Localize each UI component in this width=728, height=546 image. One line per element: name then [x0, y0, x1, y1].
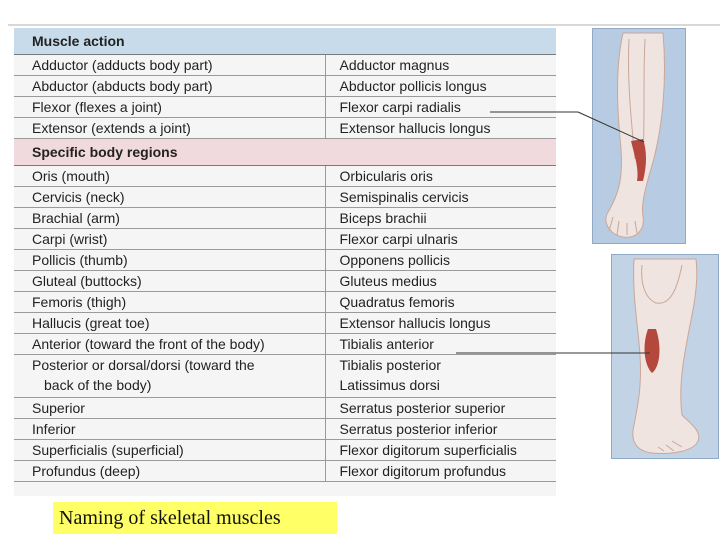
section-header-body-regions: Specific body regions — [14, 138, 556, 166]
term-cell: Oris (mouth) — [14, 165, 325, 187]
table-row: Cervicis (neck) Semispinalis cervicis — [14, 186, 556, 208]
term-cell: Posterior or dorsal/dorsi (toward the ba… — [14, 354, 325, 398]
example-cell: Orbicularis oris — [324, 165, 556, 187]
term-cell: Gluteal (buttocks) — [14, 270, 325, 292]
table-row: Superficialis (superficial) Flexor digit… — [14, 439, 556, 461]
table-row: Abductor (abducts body part) Abductor po… — [14, 75, 556, 97]
example-cell: Extensor hallucis longus — [324, 312, 556, 334]
example-line-continued: Latissimus dorsi — [339, 377, 440, 393]
example-line: Tibialis posterior — [339, 357, 441, 373]
term-cell: Flexor (flexes a joint) — [14, 96, 325, 118]
example-cell: Serratus posterior inferior — [324, 418, 556, 440]
term-cell: Femoris (thigh) — [14, 291, 325, 313]
example-cell: Semispinalis cervicis — [324, 186, 556, 208]
example-cell: Flexor digitorum superficialis — [324, 439, 556, 461]
example-cell: Flexor carpi radialis — [324, 96, 556, 118]
section-title: Muscle action — [14, 28, 556, 55]
example-cell: Quadratus femoris — [324, 291, 556, 313]
example-cell: Extensor hallucis longus — [324, 117, 556, 139]
example-cell: Adductor magnus — [324, 54, 556, 76]
example-cell: Abductor pollicis longus — [324, 75, 556, 97]
term-cell: Cervicis (neck) — [14, 186, 325, 208]
table-row: Hallucis (great toe) Extensor hallucis l… — [14, 312, 556, 334]
term-cell: Hallucis (great toe) — [14, 312, 325, 334]
table-row: Adductor (adducts body part) Adductor ma… — [14, 54, 556, 76]
term-cell: Superior — [14, 397, 325, 419]
example-cell: Tibialis posterior Latissimus dorsi — [324, 354, 556, 398]
term-cell: Profundus (deep) — [14, 460, 325, 482]
example-cell: Tibialis anterior — [324, 333, 556, 355]
example-cell: Biceps brachii — [324, 207, 556, 229]
table-row: Pollicis (thumb) Opponens pollicis — [14, 249, 556, 271]
forearm-drawing — [605, 32, 665, 238]
muscle-naming-table: Muscle action Adductor (adducts body par… — [14, 28, 556, 496]
term-cell: Carpi (wrist) — [14, 228, 325, 250]
term-cell: Abductor (abducts body part) — [14, 75, 325, 97]
table-row: Flexor (flexes a joint) Flexor carpi rad… — [14, 96, 556, 118]
term-cell: Brachial (arm) — [14, 207, 325, 229]
top-rule — [8, 24, 720, 26]
slide-caption: Naming of skeletal muscles — [53, 502, 337, 534]
table-row: Femoris (thigh) Quadratus femoris — [14, 291, 556, 313]
table-row: Gluteal (buttocks) Gluteus medius — [14, 270, 556, 292]
term-cell: Adductor (adducts body part) — [14, 54, 325, 76]
section-header-muscle-action: Muscle action — [14, 28, 556, 55]
forearm-illustration — [592, 28, 686, 244]
table-row: Profundus (deep) Flexor digitorum profun… — [14, 460, 556, 482]
example-cell: Flexor digitorum profundus — [324, 460, 556, 482]
table-row: Anterior (toward the front of the body) … — [14, 333, 556, 355]
term-line-continued: back of the body) — [44, 377, 152, 393]
flexor-carpi-radialis-muscle — [631, 139, 646, 181]
table-row: Inferior Serratus posterior inferior — [14, 418, 556, 440]
leg-illustration — [611, 254, 719, 459]
example-cell: Flexor carpi ulnaris — [324, 228, 556, 250]
term-cell: Pollicis (thumb) — [14, 249, 325, 271]
table-row: Brachial (arm) Biceps brachii — [14, 207, 556, 229]
example-cell: Gluteus medius — [324, 270, 556, 292]
table-row: Carpi (wrist) Flexor carpi ulnaris — [14, 228, 556, 250]
term-line: Posterior or dorsal/dorsi (toward the — [32, 357, 255, 373]
table-row: Posterior or dorsal/dorsi (toward the ba… — [14, 354, 556, 398]
term-cell: Inferior — [14, 418, 325, 440]
term-cell: Extensor (extends a joint) — [14, 117, 325, 139]
section-title: Specific body regions — [14, 138, 556, 166]
term-cell: Anterior (toward the front of the body) — [14, 333, 325, 355]
leg-drawing — [632, 258, 700, 454]
table-row: Superior Serratus posterior superior — [14, 397, 556, 419]
table-row: Oris (mouth) Orbicularis oris — [14, 165, 556, 187]
tibialis-anterior-muscle — [644, 329, 660, 373]
example-cell: Serratus posterior superior — [324, 397, 556, 419]
term-cell: Superficialis (superficial) — [14, 439, 325, 461]
table-row: Extensor (extends a joint) Extensor hall… — [14, 117, 556, 139]
leader-line-flexor-diagonal — [577, 111, 645, 143]
example-cell: Opponens pollicis — [324, 249, 556, 271]
